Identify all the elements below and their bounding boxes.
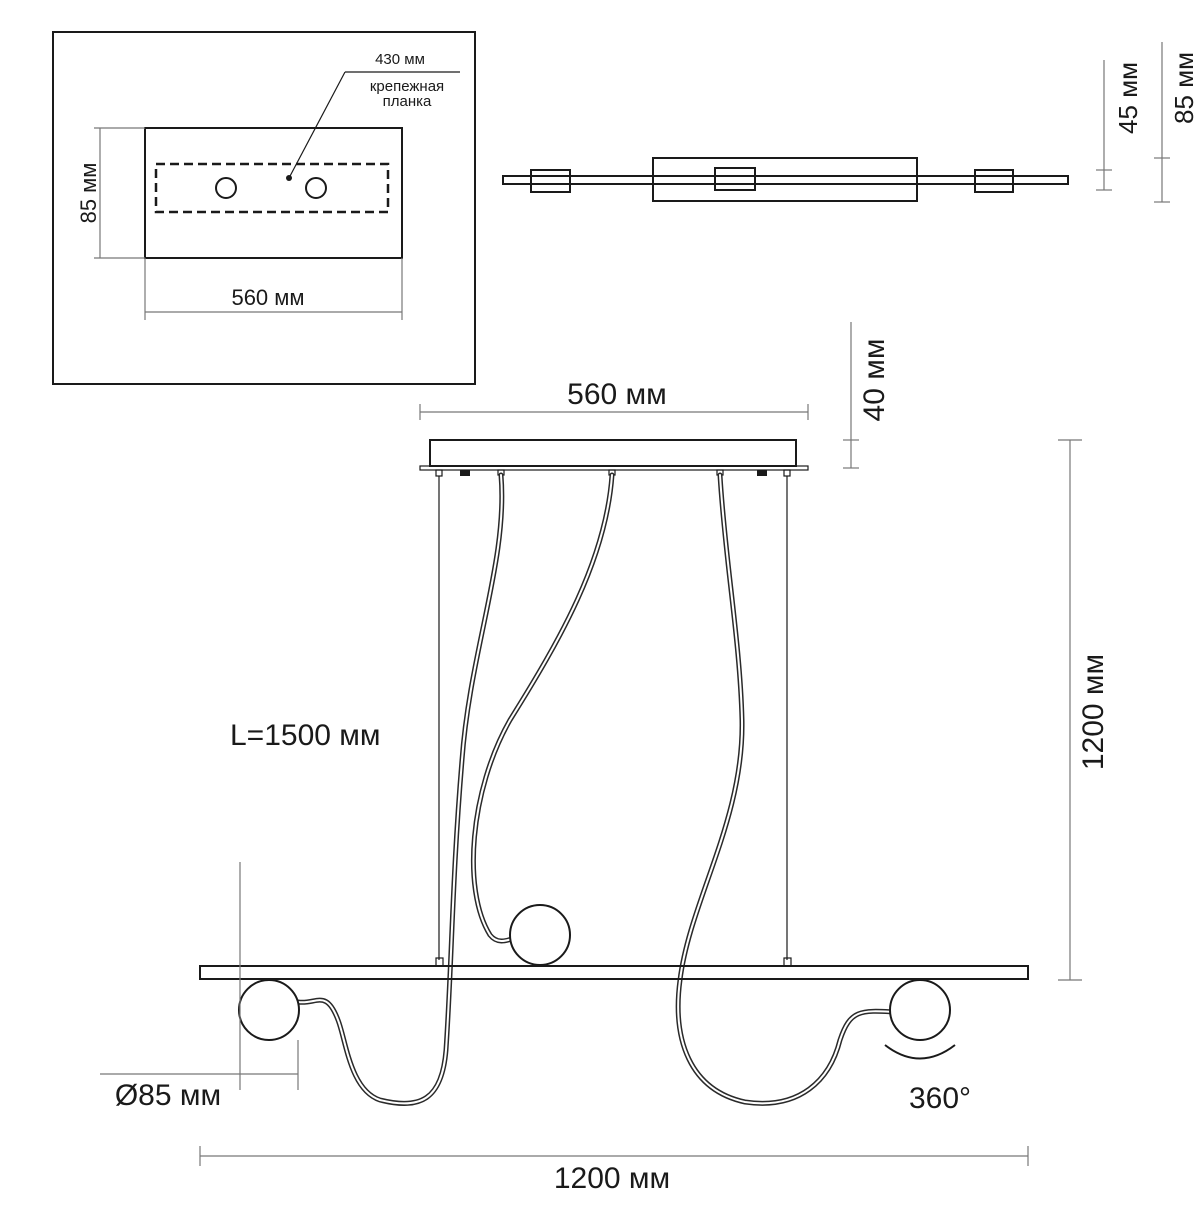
canopy-width-label: 560 мм <box>567 378 667 411</box>
leader-line <box>288 71 346 179</box>
cables <box>295 472 898 1106</box>
globe-left <box>238 979 300 1041</box>
side-joint-left <box>530 169 571 193</box>
canopy-height-label: 40 мм <box>858 339 891 422</box>
front-view: 560 мм 40 мм L=1500 мм <box>100 322 1110 1195</box>
side-joint-center <box>714 167 756 191</box>
side-canopy <box>652 157 918 202</box>
canopy-plan-rect <box>144 127 403 259</box>
globe-diameter-label: Ø85 мм <box>115 1079 221 1112</box>
drop-height-label: 1200 мм <box>1077 654 1110 770</box>
canopy-screw-right <box>757 470 767 476</box>
main-bar <box>199 965 1029 980</box>
side-bar <box>502 175 1069 185</box>
side-outer-depth-label: 85 мм <box>1169 52 1199 124</box>
wire-clip-left <box>435 469 443 477</box>
inset-width-label: 560 мм <box>231 285 304 310</box>
side-inner-depth-label: 45 мм <box>1113 62 1143 134</box>
cable-center <box>470 472 615 944</box>
total-width-label: 1200 мм <box>554 1162 670 1195</box>
strip-name-line2: планка <box>383 93 432 110</box>
screw-hole-left <box>215 177 237 199</box>
side-joint-right <box>974 169 1014 193</box>
bar-clip-left <box>435 957 444 967</box>
canopy-screw-left <box>460 470 470 476</box>
globe-right <box>889 979 951 1041</box>
globe-center <box>509 904 571 966</box>
rotation-arc <box>884 1044 956 1060</box>
strip-length-label: 430 мм <box>375 51 425 68</box>
screw-hole-right <box>305 177 327 199</box>
cable-length-label: L=1500 мм <box>230 719 381 752</box>
bar-clip-right <box>783 957 792 967</box>
strip-name-line1: крепежная <box>370 78 444 95</box>
wire-clip-right <box>783 469 791 477</box>
cable-left <box>295 472 505 1106</box>
mounting-strip-dashed <box>154 162 390 214</box>
rotation-label: 360° <box>909 1082 971 1115</box>
canopy <box>429 439 797 467</box>
inset-panel: 430 мм крепежная планка 85 мм 560 мм <box>52 31 476 385</box>
inset-height-label: 85 мм <box>76 163 101 224</box>
inset-frame <box>52 31 476 385</box>
side-view: 45 мм 85 мм <box>502 42 1199 203</box>
